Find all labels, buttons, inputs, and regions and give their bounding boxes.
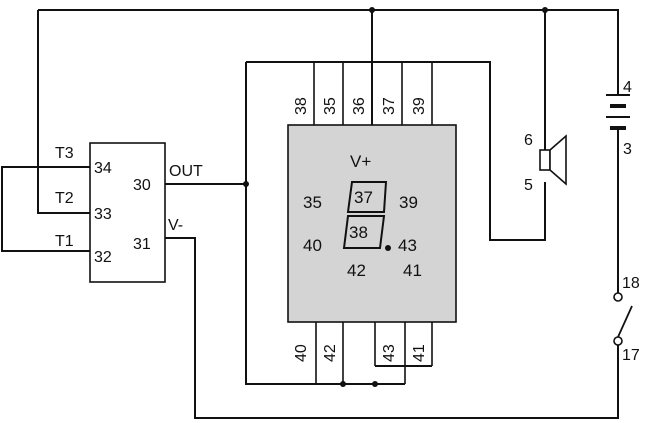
vplus-label: V+	[350, 152, 371, 171]
out-label: OUT	[169, 163, 203, 180]
junction-dot	[340, 381, 346, 387]
pin-34: 34	[94, 160, 112, 177]
label-43: 43	[398, 236, 417, 255]
switch-contact-bottom	[613, 336, 623, 346]
speaker-cone	[549, 134, 567, 186]
switch-contact-top	[613, 292, 623, 302]
top-pin-37: 37	[381, 97, 398, 115]
segment-upper-outline	[346, 181, 388, 213]
bottom-pin-43: 43	[381, 344, 398, 362]
top-pin-39: 39	[411, 97, 428, 115]
battery-pin-3: 3	[623, 141, 632, 158]
pin-33: 33	[94, 206, 112, 223]
label-39: 39	[399, 193, 418, 212]
speaker-pin-6: 6	[524, 132, 533, 149]
junction-dot	[369, 7, 375, 13]
t1-label: T1	[55, 233, 74, 250]
speaker: 6 5	[524, 132, 567, 194]
battery: 4 3	[606, 79, 632, 158]
top-pin-38: 38	[293, 97, 310, 115]
label-35: 35	[303, 193, 322, 212]
switch-lever	[617, 305, 633, 338]
wire-frame-left	[245, 62, 316, 385]
label-40: 40	[303, 236, 322, 255]
wire-frame-top	[246, 61, 546, 241]
pin-31: 31	[133, 236, 151, 253]
vminus-label: V-	[168, 217, 183, 234]
junction-dot	[542, 7, 548, 13]
junction-dot	[243, 181, 249, 187]
label-42: 42	[347, 261, 366, 280]
bottom-pin-42: 42	[322, 344, 339, 362]
t2-label: T2	[55, 190, 74, 207]
switch-pin-17: 17	[622, 347, 640, 364]
switch: 18 17	[613, 275, 640, 364]
battery-pin-4: 4	[623, 79, 632, 96]
segment-bottom-label: 38	[349, 223, 368, 242]
junction-dot	[372, 381, 378, 387]
timer-module: T3 34 T2 33 T1 32 30 OUT 31 V-	[55, 142, 203, 283]
speaker-body	[539, 149, 551, 171]
top-pin-36: 36	[351, 97, 368, 115]
pin-32: 32	[94, 249, 112, 266]
segment-top-label: 37	[354, 188, 373, 207]
pin-30: 30	[133, 177, 151, 194]
bottom-pin-40: 40	[293, 344, 310, 362]
display-body	[287, 124, 457, 323]
timer-body	[89, 142, 166, 283]
display-module: 38 35 36 37 39 40 42 43 41 V+ 37 38 35 3…	[287, 97, 457, 362]
top-pin-35: 35	[322, 97, 339, 115]
wire-t2-to-top	[37, 10, 90, 214]
label-41: 41	[403, 261, 422, 280]
wire-top-rail	[38, 9, 619, 95]
wires	[1, 7, 619, 419]
switch-pin-18: 18	[622, 275, 640, 292]
t3-label: T3	[55, 145, 74, 162]
segment-lower-outline	[342, 215, 386, 249]
bottom-pin-41: 41	[411, 344, 428, 362]
wire-t1-t3-jumper	[1, 166, 90, 252]
wire-vminus	[165, 237, 619, 419]
speaker-pin-5: 5	[524, 177, 533, 194]
decimal-point	[385, 245, 391, 251]
